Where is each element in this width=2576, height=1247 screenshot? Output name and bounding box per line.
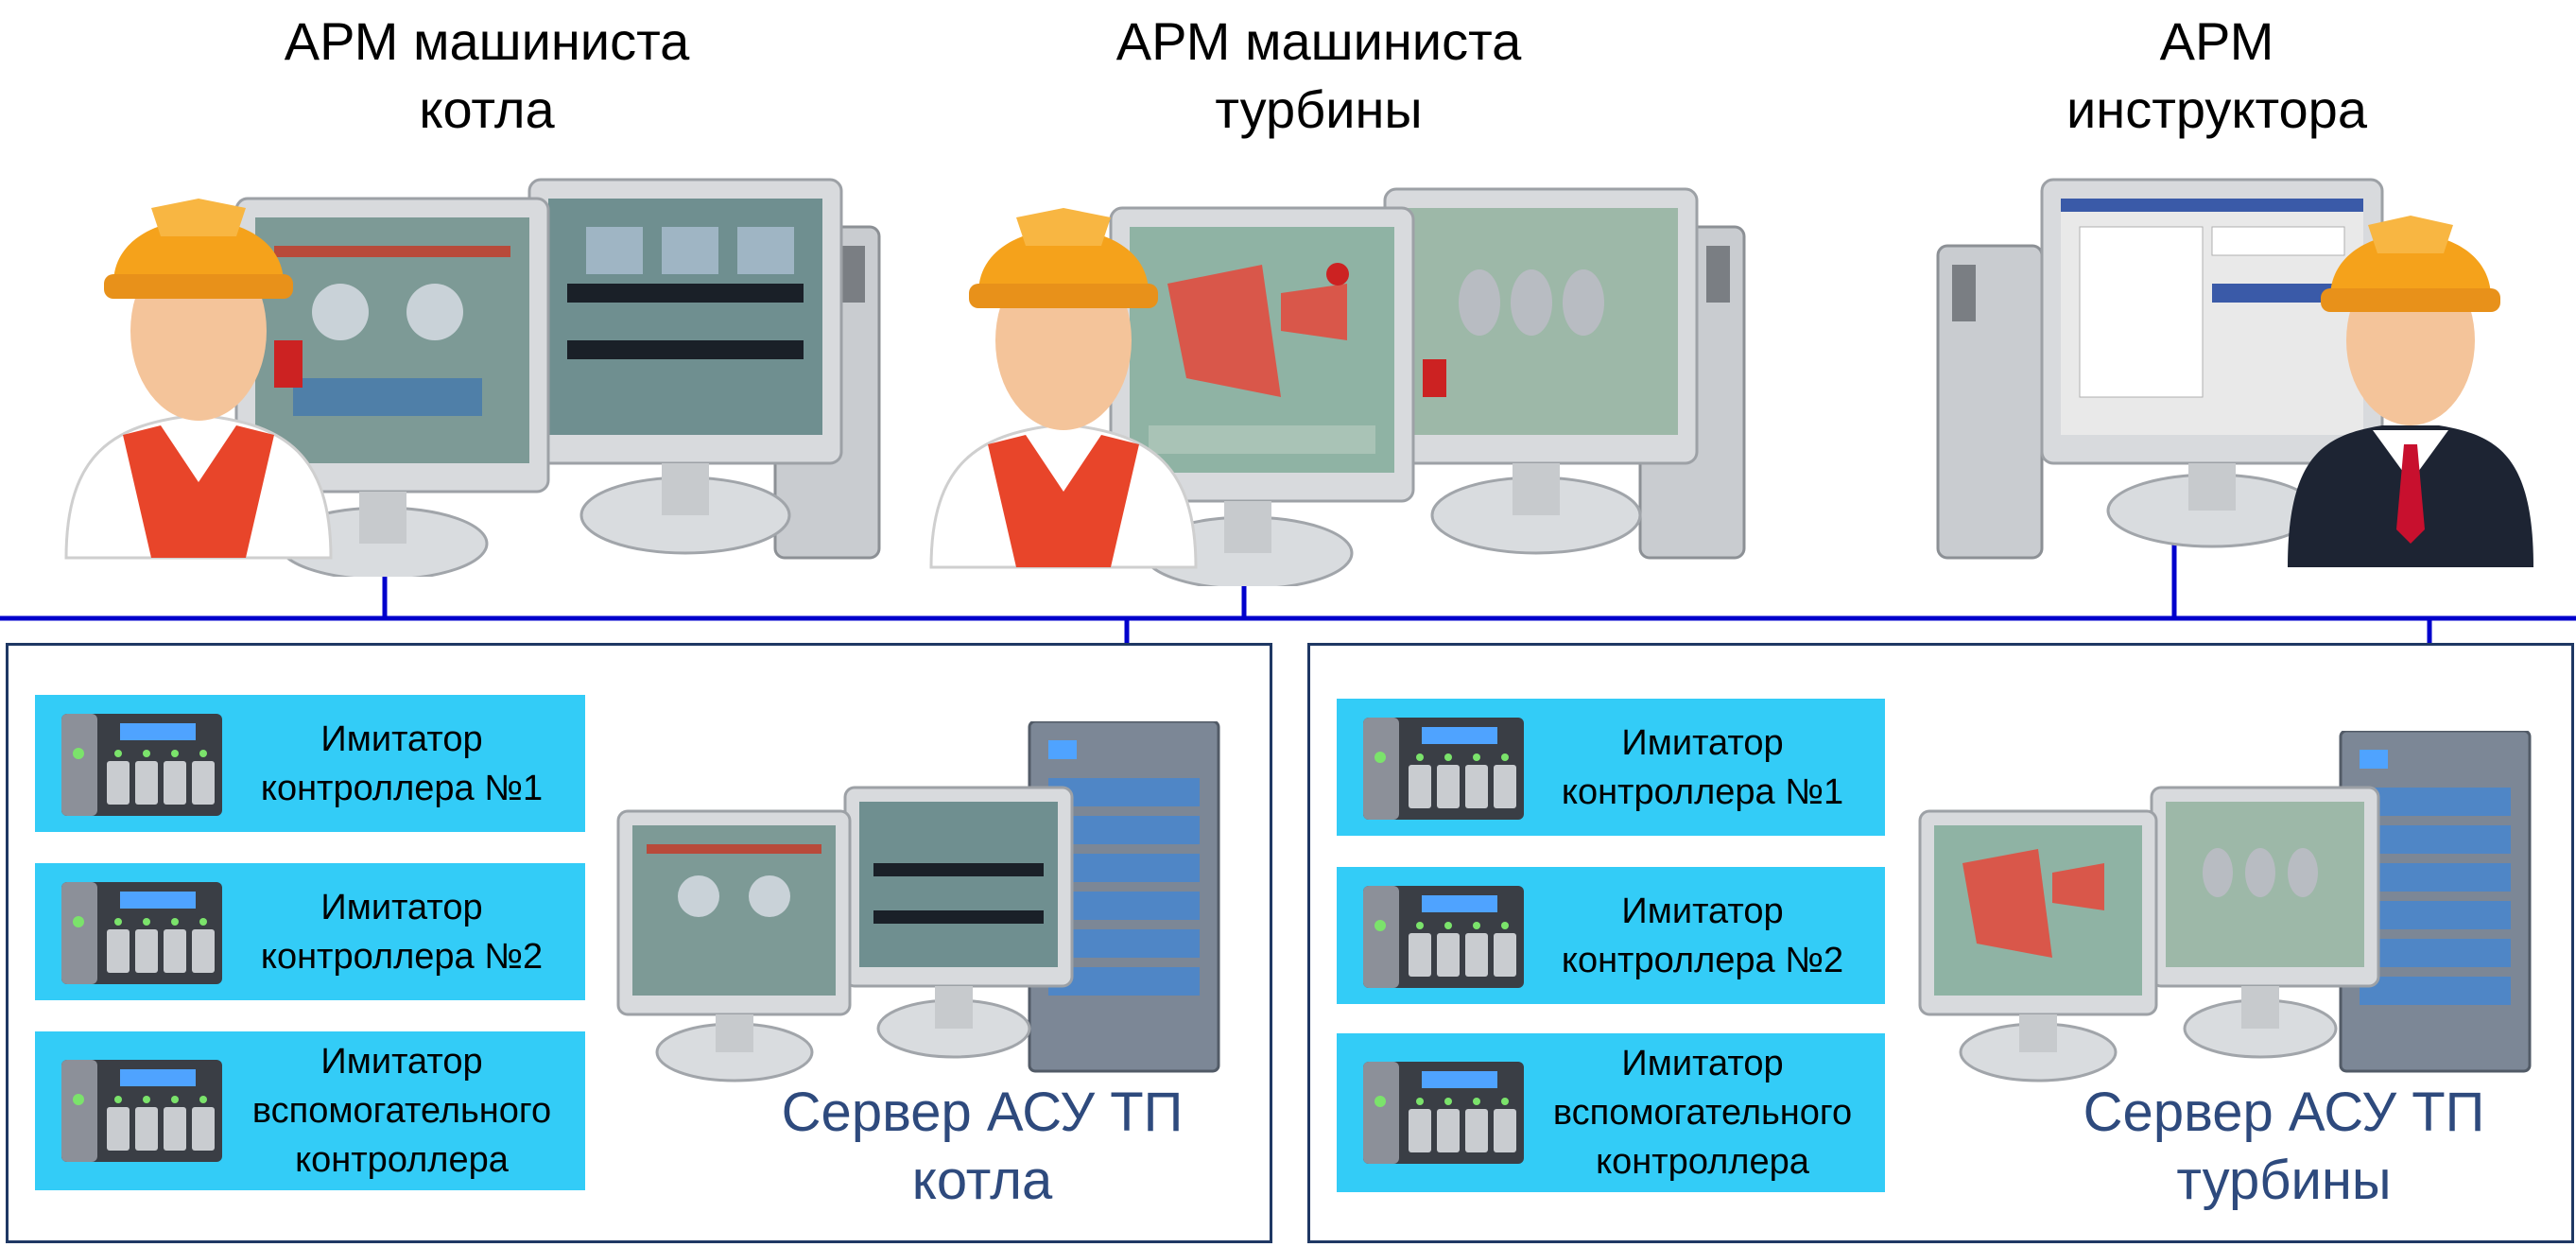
workstation-title-turbine: АРМ машиниста турбины — [1115, 11, 1522, 139]
workstation-title-boiler: АРМ машиниста котла — [284, 11, 690, 139]
controller-label: Имитатор контроллера №1 — [1561, 722, 1844, 812]
controller-label: Имитатор вспомогательного контроллера — [251, 1042, 552, 1180]
server-label: Сервер АСУ ТП турбины — [2083, 1082, 2485, 1211]
monitor-left — [1918, 809, 2158, 1082]
controller-simulator-2: Имитатор контроллера №2 — [1337, 867, 1885, 1004]
monitor-left — [1109, 206, 1415, 586]
controller-simulator-auxiliary: Имитатор вспомогательного контроллера — [1337, 1033, 1885, 1192]
worker-avatar — [929, 208, 1198, 569]
controller-simulator-auxiliary: Имитатор вспомогательного контроллера — [35, 1031, 585, 1190]
server-illustration — [1918, 731, 2532, 1082]
worker-avatar — [64, 199, 333, 560]
turbine-workstation-illustration — [929, 187, 1746, 586]
controller-label: Имитатор вспомогательного контроллера — [1552, 1044, 1853, 1182]
controller-device-icon — [1363, 886, 1524, 988]
instructor-workstation-illustration — [1936, 178, 2533, 567]
monitor-right — [2150, 786, 2380, 1059]
boiler-server-panel: Имитатор контроллера №1 Имитатор контрол… — [6, 643, 1272, 1243]
controller-label: Имитатор контроллера №2 — [1561, 891, 1844, 980]
controller-simulator-1: Имитатор контроллера №1 — [1337, 699, 1885, 836]
monitor — [2040, 178, 2384, 548]
monitor-left — [234, 197, 550, 577]
controller-label: Имитатор контроллера №1 — [260, 719, 544, 808]
monitor-right — [843, 786, 1074, 1059]
instructor-avatar — [2288, 216, 2533, 567]
monitor-left — [616, 809, 852, 1082]
server-tower — [1028, 721, 1220, 1073]
turbine-server-panel: Имитатор контроллера №1 Имитатор контрол… — [1307, 643, 2574, 1243]
monitor-right — [527, 178, 843, 555]
controller-simulator-2: Имитатор контроллера №2 — [35, 863, 585, 1000]
controller-device-icon — [1363, 718, 1524, 820]
server-illustration — [616, 721, 1220, 1082]
server-label: Сервер АСУ ТП котла — [781, 1082, 1184, 1211]
computer-tower — [1936, 244, 2044, 560]
controller-device-icon — [1363, 1062, 1524, 1164]
monitor-right — [1383, 187, 1699, 555]
workstation-title-instructor: АРМ инструктора — [2066, 11, 2367, 139]
controller-simulator-1: Имитатор контроллера №1 — [35, 695, 585, 832]
server-tower — [2339, 731, 2532, 1073]
controller-device-icon — [61, 714, 222, 816]
controller-device-icon — [61, 882, 222, 984]
controller-device-icon — [61, 1060, 222, 1162]
controller-label: Имитатор контроллера №2 — [260, 887, 544, 977]
boiler-workstation-illustration — [64, 178, 881, 577]
